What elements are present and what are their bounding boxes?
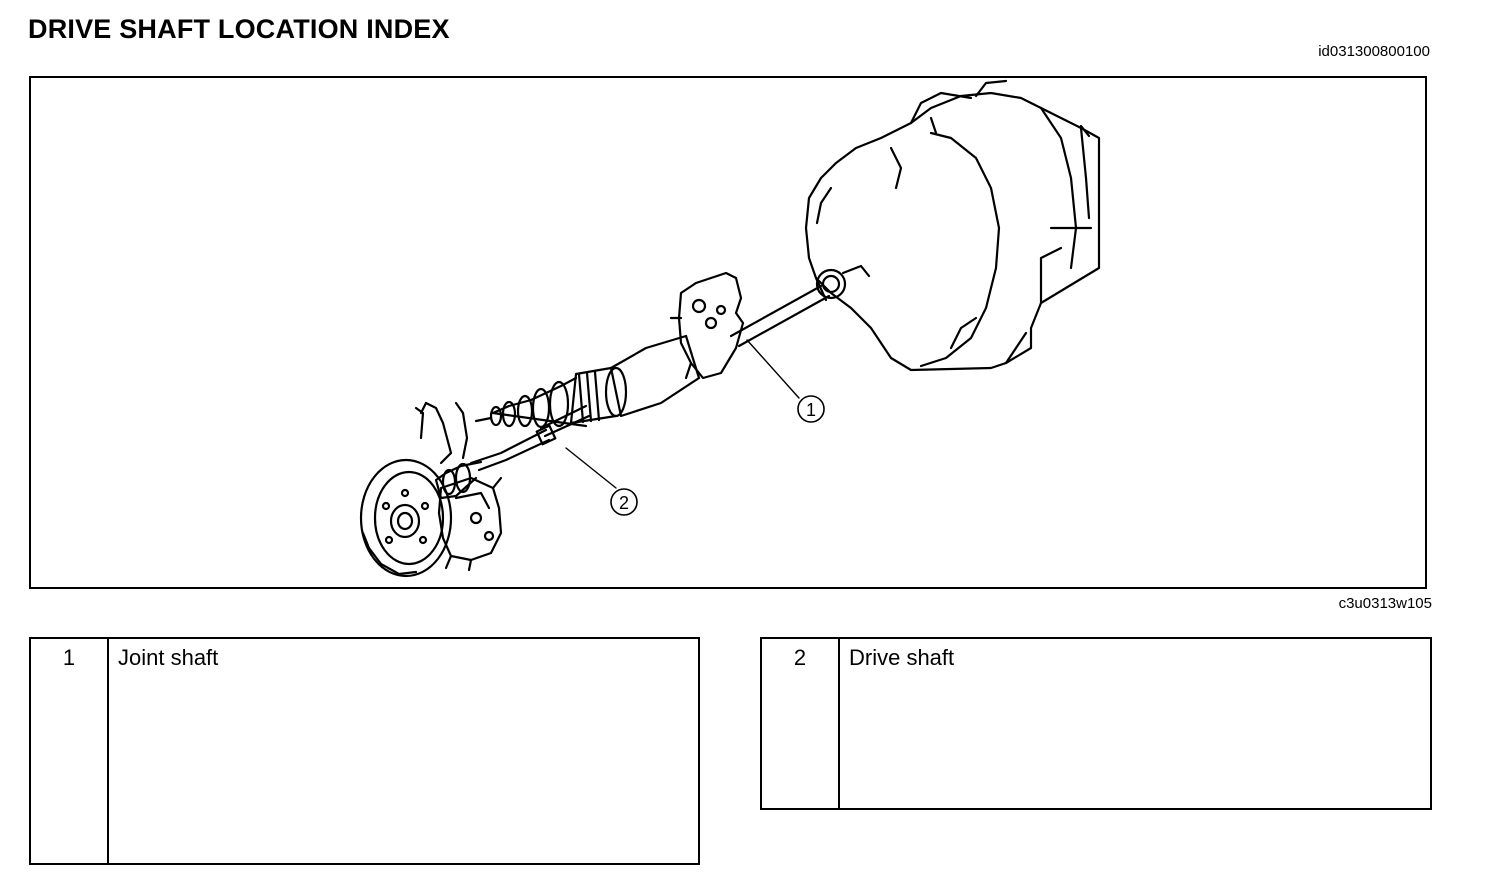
- cv-joint-housing: [569, 334, 701, 425]
- transmission-housing: [804, 79, 1101, 372]
- document-id: id031300800100: [1318, 43, 1430, 60]
- callout-2-leader: [565, 447, 617, 489]
- page-title: DRIVE SHAFT LOCATION INDEX: [28, 14, 450, 44]
- joint-shaft: [729, 276, 831, 348]
- drive-shaft-drawing: 1 2: [359, 79, 1101, 578]
- callout-1-label: 1: [806, 400, 816, 420]
- shaft-boot: [474, 376, 588, 429]
- brake-caliper: [437, 476, 503, 572]
- brake-disc-hub: [359, 458, 453, 578]
- figure-code: c3u0313w105: [1338, 595, 1432, 612]
- suspension-strut: [414, 401, 469, 465]
- callout-1-leader: [746, 339, 800, 399]
- callout-2-label: 2: [619, 493, 629, 513]
- drive-shaft: [469, 404, 591, 472]
- legend-number: 1: [31, 639, 109, 863]
- legend-table-item-2: 2 Drive shaft: [760, 637, 1432, 810]
- callout-2-marker: 2: [610, 488, 638, 516]
- bearing-support-bracket: [669, 271, 745, 380]
- legend-number: 2: [762, 639, 840, 808]
- callout-1-marker: 1: [797, 395, 825, 423]
- legend-name: Drive shaft: [849, 645, 955, 670]
- drive-shaft-illustration: 1 2: [29, 76, 1427, 589]
- legend-table-item-1: 1 Joint shaft: [29, 637, 700, 865]
- legend-name: Joint shaft: [118, 645, 219, 670]
